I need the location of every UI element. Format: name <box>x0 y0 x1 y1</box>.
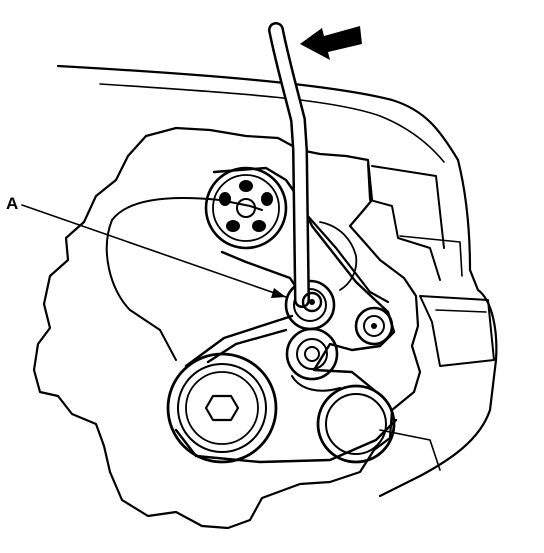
callout-label-a: A <box>6 194 19 213</box>
ac-compressor-pulley <box>316 384 396 464</box>
tensioner-wrench <box>268 22 323 313</box>
callout-leader-a <box>21 204 287 298</box>
idler-pulley <box>354 306 394 346</box>
engine-block-outline <box>32 126 422 530</box>
body-frame-outline <box>56 64 498 498</box>
idler-pulley-lower <box>285 327 339 381</box>
crankshaft-pulley <box>166 352 278 464</box>
water-pump-pulley <box>204 166 288 250</box>
direction-arrow <box>300 26 362 60</box>
belt-tensioner-pulley <box>284 279 336 331</box>
